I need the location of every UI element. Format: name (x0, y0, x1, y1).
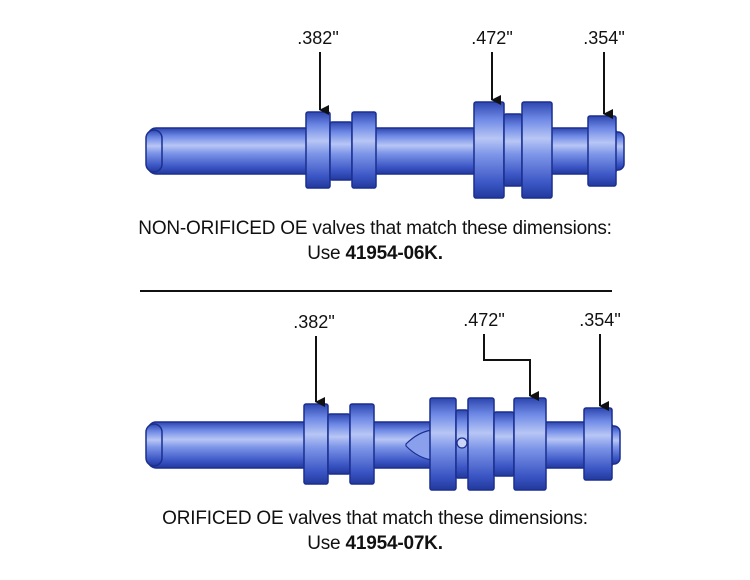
valve-land (329, 121, 353, 181)
valve-land (493, 411, 515, 477)
valve-land (327, 413, 351, 475)
caption-prefix: Use (307, 533, 346, 554)
valve-land (503, 113, 523, 187)
part-number: 41954-07K. (345, 533, 443, 554)
valve-land (583, 407, 613, 481)
valve-land (349, 403, 375, 485)
caption-line: Use 41954-07K. (0, 531, 750, 556)
valve-land (467, 397, 495, 491)
caption-line: ORIFICED OE valves that match these dime… (162, 508, 588, 529)
non-orificed-caption: NON-ORIFICED OE valves that match these … (0, 216, 750, 266)
dimension-arrow-mid (483, 334, 539, 401)
orifice-hole-icon (456, 437, 468, 449)
valve-land (351, 111, 377, 189)
orificed-caption: ORIFICED OE valves that match these dime… (0, 506, 750, 556)
non-orificed-valve (145, 101, 625, 199)
valve-land (513, 397, 547, 491)
valve-land (521, 101, 553, 199)
valve-land (429, 397, 457, 491)
dimension-label-left: .382" (293, 312, 334, 332)
dimension-label-left: .382" (297, 28, 338, 48)
valve-land (587, 115, 617, 187)
dimension-label-right: .354" (583, 28, 624, 48)
valve-land (303, 403, 329, 485)
valve-land (473, 101, 505, 199)
part-number: 41954-06K. (345, 243, 443, 264)
orificed-valve (145, 397, 621, 491)
section-divider (140, 290, 612, 292)
valve-tip-left (145, 423, 163, 467)
dimension-label-mid: .472" (463, 310, 504, 330)
dimension-label-right: .354" (579, 310, 620, 330)
caption-prefix: Use (307, 243, 346, 264)
caption-line: Use 41954-06K. (0, 241, 750, 266)
dimension-label-mid: .472" (471, 28, 512, 48)
valve-land (305, 111, 331, 189)
valve-tip-left (145, 129, 163, 173)
caption-line: NON-ORIFICED OE valves that match these … (138, 218, 612, 239)
